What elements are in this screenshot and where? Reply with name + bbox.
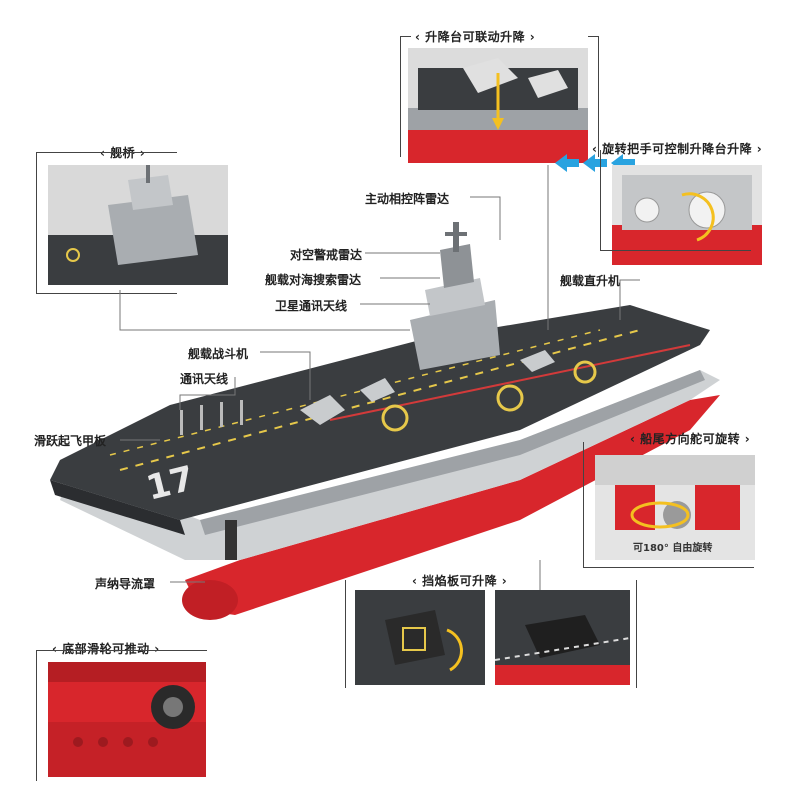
- island: [410, 300, 500, 370]
- callout-bridge: ‹ 舰桥 ›: [100, 146, 146, 160]
- callout-handle: ‹ 旋转把手可控制升降台升降 ›: [592, 142, 763, 156]
- wheels-detail-panel: [48, 662, 206, 777]
- rudder-detail-panel: 可180° 自由旋转: [595, 455, 755, 560]
- label-sonar-dome: 声纳导流罩: [95, 577, 156, 591]
- label-air-search-radar: 对空警戒雷达: [290, 248, 363, 262]
- callout-elevator: ‹ 升降台可联动升降 ›: [415, 30, 536, 44]
- bridge-detail-panel: [48, 165, 228, 285]
- stern-rudder: [225, 520, 237, 560]
- label-comm-antenna: 通讯天线: [180, 372, 229, 386]
- comm-antennas: [180, 400, 243, 435]
- label-satellite-antenna: 卫星通讯天线: [275, 299, 348, 313]
- label-sea-search-radar: 舰载对海搜索雷达: [265, 273, 362, 287]
- label-fighter: 舰载战斗机: [188, 347, 249, 361]
- callout-rudder: ‹ 船尾方向舵可旋转 ›: [630, 432, 751, 446]
- blast-detail-panel-right: [495, 590, 630, 685]
- label-helicopter: 舰载直升机: [560, 274, 621, 288]
- callout-blast: ‹ 挡焰板可升降 ›: [412, 574, 508, 588]
- handle-detail-panel: [612, 165, 762, 265]
- elevator-detail-panel: [408, 48, 588, 163]
- rudder-rotation-note: 可180° 自由旋转: [633, 543, 713, 554]
- blast-detail-panel-left: [355, 590, 485, 685]
- label-phased-array-radar: 主动相控阵雷达: [365, 192, 450, 206]
- hull-red: [185, 395, 720, 615]
- label-ski-jump-deck: 滑跃起飞甲板: [34, 434, 107, 448]
- sonar-dome: [182, 580, 238, 620]
- callout-wheels: ‹ 底部滑轮可推动 ›: [52, 642, 160, 656]
- fighter-jet: [300, 395, 345, 425]
